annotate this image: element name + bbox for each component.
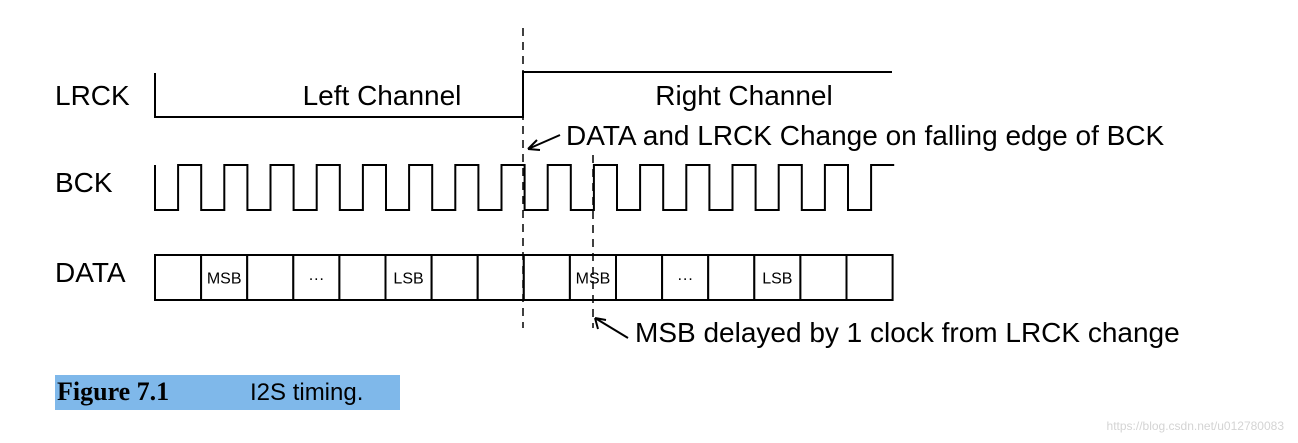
figure-caption: I2S timing. bbox=[250, 379, 364, 406]
data-label: DATA bbox=[55, 257, 126, 288]
data-cell-label: LSB bbox=[393, 271, 423, 288]
data-cell-label: MSB bbox=[207, 271, 242, 288]
data-cell bbox=[384, 254, 433, 301]
edge-note: DATA and LRCK Change on falling edge of … bbox=[566, 120, 1165, 151]
data-cell bbox=[154, 254, 203, 301]
data-cell bbox=[799, 254, 848, 301]
data-cell bbox=[845, 254, 894, 301]
data-cell-label: ··· bbox=[308, 271, 324, 288]
left-channel-label: Left Channel bbox=[303, 80, 462, 111]
data-cell bbox=[476, 254, 525, 301]
data-cell-label: ··· bbox=[677, 271, 693, 288]
data-cell bbox=[338, 254, 387, 301]
data-cell bbox=[430, 254, 479, 301]
data-cell bbox=[522, 254, 571, 301]
bck-label: BCK bbox=[55, 167, 113, 198]
data-cell-label: MSB bbox=[576, 271, 611, 288]
data-cell bbox=[246, 254, 295, 301]
figure-number: Figure 7.1 bbox=[57, 377, 170, 406]
right-channel-label: Right Channel bbox=[655, 80, 832, 111]
watermark: https://blog.csdn.net/u012780083 bbox=[1106, 419, 1284, 433]
data-cell bbox=[661, 254, 710, 301]
data-cell-label: LSB bbox=[762, 271, 792, 288]
delay-note-arrow bbox=[594, 317, 629, 339]
data-cell bbox=[753, 254, 802, 301]
data-cell bbox=[292, 254, 341, 301]
caption-highlight bbox=[55, 375, 400, 410]
data-cell bbox=[615, 254, 664, 301]
data-cell-row: MSB ··· LSB MSB ··· LSB bbox=[154, 254, 894, 301]
data-cell bbox=[707, 254, 756, 301]
bck-waveform bbox=[154, 164, 895, 211]
delay-note: MSB delayed by 1 clock from LRCK change bbox=[635, 317, 1180, 348]
i2s-timing-diagram: LRCK BCK DATA Left Channel Right Channel… bbox=[55, 28, 1180, 348]
lrck-label: LRCK bbox=[55, 80, 130, 111]
edge-note-arrow bbox=[527, 134, 561, 151]
